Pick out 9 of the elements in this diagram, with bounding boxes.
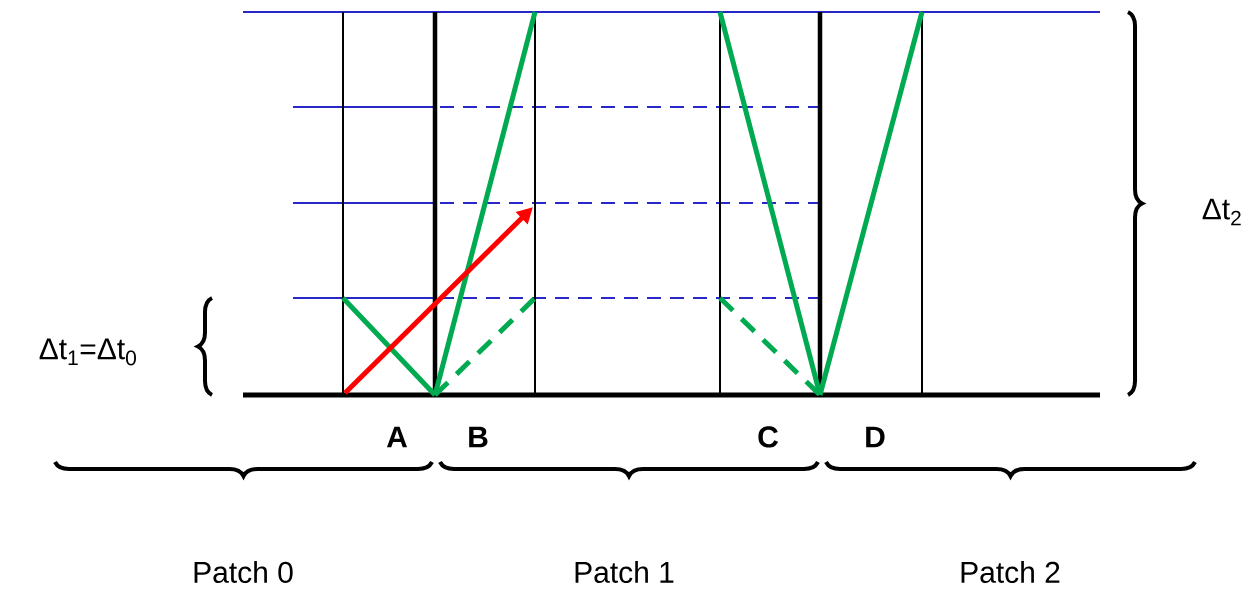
patch-label: Patch 1 bbox=[575, 561, 674, 583]
point-label: A bbox=[386, 426, 408, 448]
patch-label: Patch 2 bbox=[961, 561, 1060, 583]
delta-label: Δt$_{2}$ bbox=[1202, 198, 1241, 226]
point-label: C bbox=[758, 426, 778, 448]
delta-label: Δt$_{1}$=Δt$_{0}$ bbox=[39, 338, 136, 366]
point-label: B bbox=[469, 426, 488, 448]
patch-label: Patch 0 bbox=[194, 561, 293, 583]
point-label: D bbox=[866, 426, 885, 448]
